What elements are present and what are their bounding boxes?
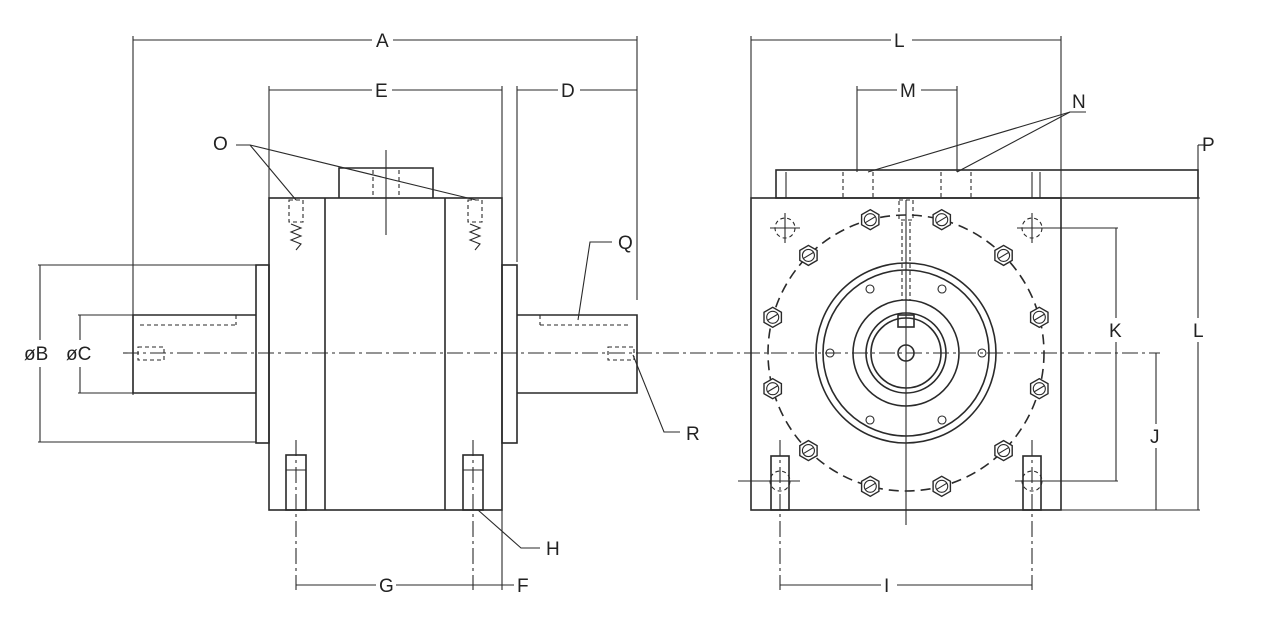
dimension-b xyxy=(38,264,256,443)
dimension-e xyxy=(268,86,503,198)
gear-housing-body xyxy=(255,150,518,511)
label-d: D xyxy=(561,81,575,102)
bolt-pattern xyxy=(763,208,1049,498)
tapped-hole-top-left xyxy=(288,199,304,251)
label-e: E xyxy=(375,81,388,102)
hex-bolt xyxy=(799,439,818,462)
input-shaft xyxy=(132,314,256,394)
hex-bolt xyxy=(860,475,880,498)
output-shaft xyxy=(517,314,638,394)
dimension-k xyxy=(1045,227,1118,481)
leader-o-right xyxy=(249,144,477,201)
dimension-c xyxy=(78,314,133,394)
side-view xyxy=(38,36,1160,590)
hex-bolt xyxy=(763,306,783,329)
label-a: A xyxy=(376,31,389,52)
label-h: H xyxy=(546,539,560,560)
mounting-hole-bottom-right xyxy=(462,440,484,590)
dimension-p xyxy=(1197,144,1205,198)
hex-bolt xyxy=(799,244,818,267)
leader-h xyxy=(477,509,540,549)
hex-bolt xyxy=(994,244,1013,267)
tapped-hole-top-right xyxy=(467,199,483,251)
mounting-hole-front-right xyxy=(1015,440,1118,590)
hex-bolt xyxy=(932,475,952,498)
label-m: M xyxy=(900,81,916,102)
front-view xyxy=(738,36,1205,590)
hex-bolt xyxy=(1029,377,1049,400)
leader-r xyxy=(632,354,680,433)
mounting-hole-front-left xyxy=(738,440,800,590)
label-c: øC xyxy=(66,344,91,365)
label-r: R xyxy=(686,424,700,445)
mounting-hole-bottom-left xyxy=(285,440,307,590)
hex-bolt xyxy=(1029,306,1049,329)
dimension-f xyxy=(473,510,514,590)
label-b: øB xyxy=(24,344,48,365)
top-mounting-pad xyxy=(775,169,1199,199)
label-q: Q xyxy=(618,233,633,254)
dimension-m xyxy=(856,86,958,172)
dimension-l-top xyxy=(750,36,1062,198)
hex-bolt xyxy=(994,439,1013,462)
label-g: G xyxy=(379,576,394,597)
hex-bolt xyxy=(932,208,952,231)
label-k: K xyxy=(1109,321,1122,342)
dimension-l-side xyxy=(1061,197,1200,510)
hex-bolt xyxy=(860,208,880,231)
label-j: J xyxy=(1150,427,1160,448)
bolt-circle xyxy=(767,214,1045,492)
label-i: I xyxy=(884,576,889,597)
hex-bolt xyxy=(763,377,783,400)
dimension-labels: A E D O Q øB øC R H G F L M N P K L J I xyxy=(24,31,1215,597)
label-l-top: L xyxy=(894,31,905,52)
corner-hole-top-left xyxy=(770,213,800,243)
dimension-d xyxy=(516,86,637,262)
leader-n-right xyxy=(956,111,1071,173)
corner-hole-top-right xyxy=(1017,213,1047,243)
tapped-hole-top-center xyxy=(898,199,914,221)
leader-q xyxy=(577,241,612,321)
label-p: P xyxy=(1202,135,1215,156)
label-o: O xyxy=(213,134,228,155)
label-l-side: L xyxy=(1193,321,1204,342)
label-n: N xyxy=(1072,92,1086,113)
label-f: F xyxy=(517,576,529,597)
leader-o-left xyxy=(236,144,297,201)
dimension-j xyxy=(1061,353,1200,511)
